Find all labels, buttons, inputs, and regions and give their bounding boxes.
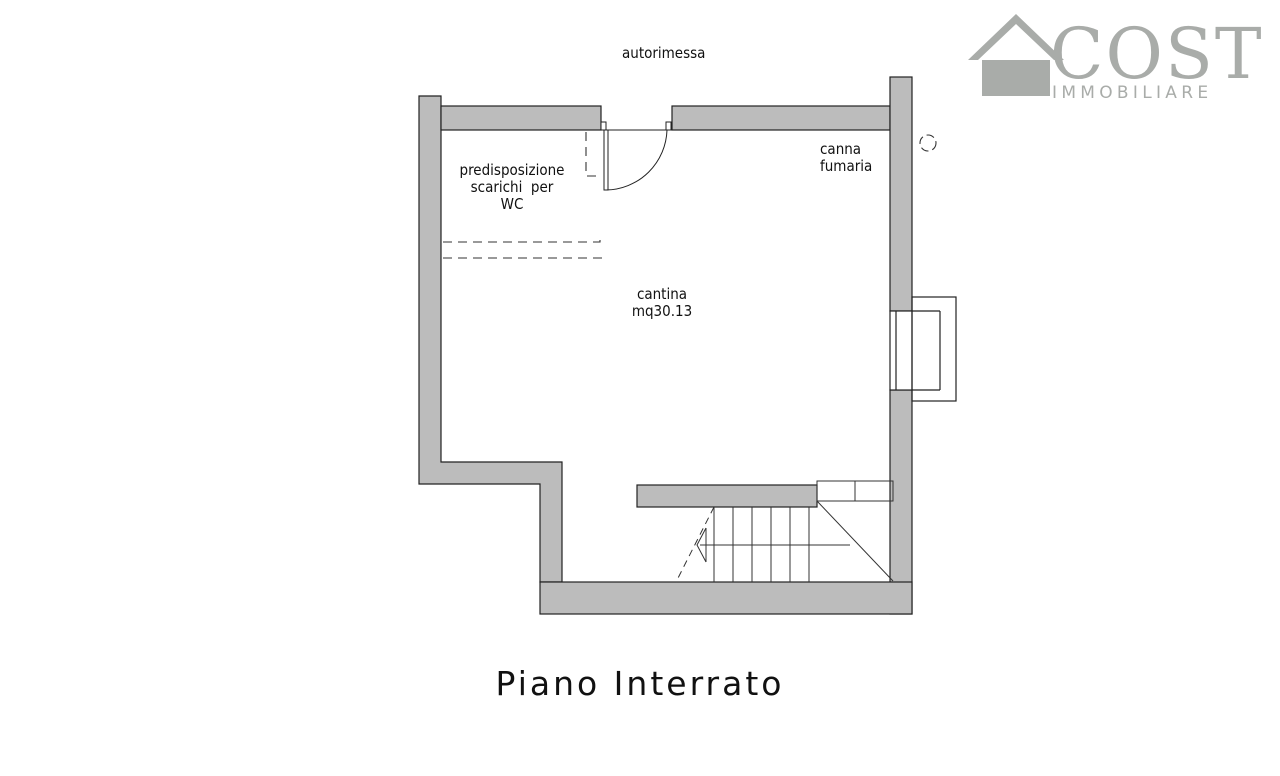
wall-right-lower (889, 389, 913, 615)
house-logo-icon (968, 14, 1064, 96)
label-wc-line1: predisposizione (459, 161, 565, 179)
label-chimney-line2: fumaria (820, 157, 873, 175)
label-wc-area: predisposizione scarichi per WC (450, 162, 574, 213)
plan-caption: Piano Interrato (495, 664, 785, 703)
label-cellar-area: mq30.13 (631, 302, 693, 320)
label-chimney-line1: canna (820, 140, 862, 158)
label-wc-line3: WC (500, 195, 524, 213)
chimney-symbol (919, 134, 937, 152)
wall-stair (636, 484, 818, 508)
wall-right-upper (889, 76, 913, 312)
door (600, 121, 672, 191)
window (889, 296, 957, 402)
brand-logo: COST IMMOBILIARE (968, 13, 1264, 103)
wc-outline (443, 132, 602, 259)
logo-brand-text: COST (1050, 13, 1264, 95)
label-cellar: cantina mq30.13 (604, 286, 720, 320)
wall-bottom (539, 581, 913, 615)
label-wc-line2: scarichi per (470, 178, 554, 196)
label-cellar-name: cantina (636, 285, 688, 303)
label-garage: autorimessa (622, 44, 706, 62)
wall-top-left (440, 105, 602, 131)
wall-top-right (671, 105, 891, 131)
label-chimney: canna fumaria (820, 141, 872, 175)
logo-tagline-text: IMMOBILIARE (1052, 83, 1212, 103)
stairs (675, 480, 894, 583)
wall-left (418, 95, 563, 583)
